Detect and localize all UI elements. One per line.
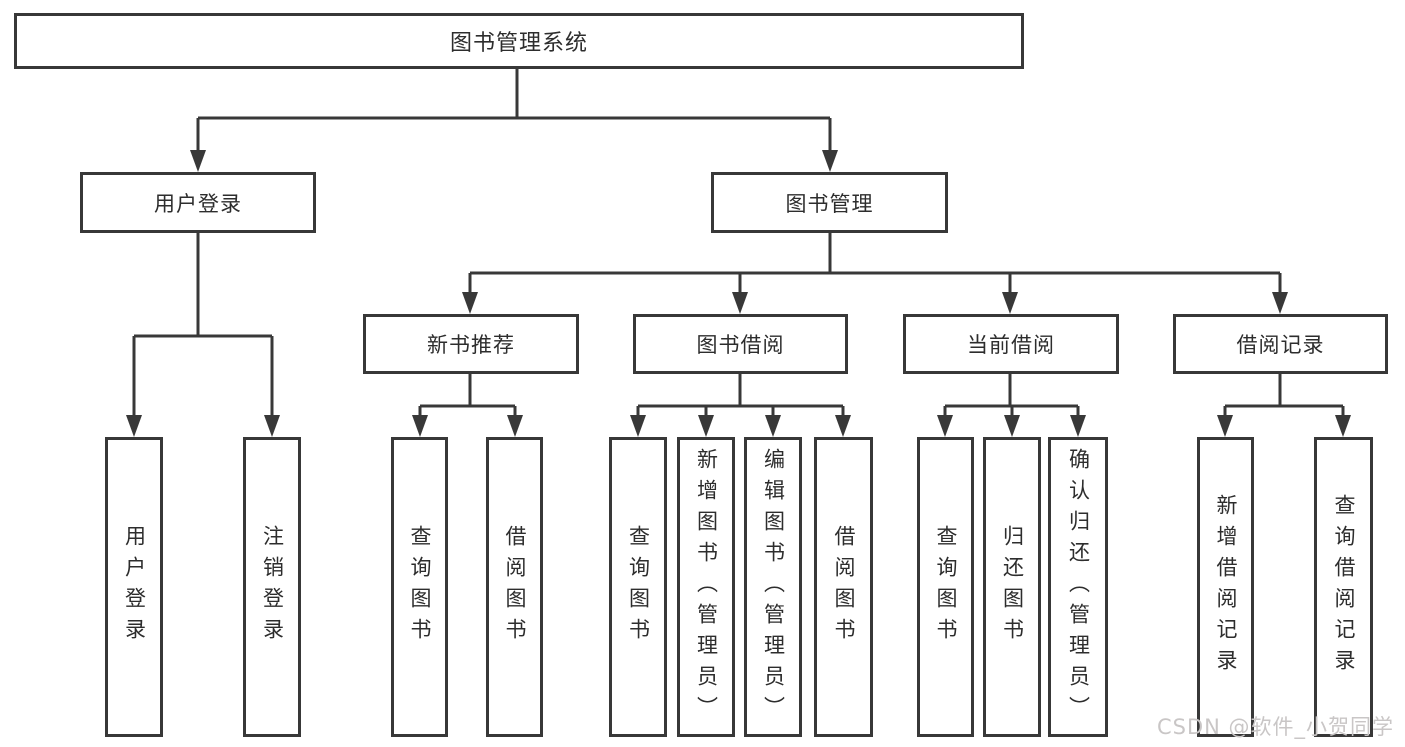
arrow-icon bbox=[1272, 292, 1288, 314]
arrow-icon bbox=[732, 292, 748, 314]
leaf-user-login: 用户登录 bbox=[105, 437, 163, 737]
arrow-icon bbox=[835, 415, 851, 437]
node-borrowing-records: 借阅记录 bbox=[1173, 314, 1388, 374]
arrow-icon bbox=[698, 415, 714, 437]
arrow-icon bbox=[462, 292, 478, 314]
node-new-book-recommend: 新书推荐 bbox=[363, 314, 579, 374]
node-user-login: 用户登录 bbox=[80, 172, 316, 233]
node-book-borrowing: 图书借阅 bbox=[633, 314, 848, 374]
leaf-borrow-books-recommend: 借阅图书 bbox=[486, 437, 543, 737]
connector-borrowing-records-to-leaves bbox=[1223, 374, 1345, 418]
arrow-icon bbox=[190, 150, 206, 172]
leaf-add-books-admin: 新增图书（管理员） bbox=[677, 437, 735, 737]
arrow-icon bbox=[1004, 415, 1020, 437]
leaf-add-borrow-record: 新增借阅记录 bbox=[1197, 437, 1254, 737]
leaf-query-borrow-record: 查询借阅记录 bbox=[1314, 437, 1373, 737]
node-library-management-system: 图书管理系统 bbox=[14, 13, 1024, 69]
leaf-query-books-current: 查询图书 bbox=[917, 437, 974, 737]
arrow-icon bbox=[412, 415, 428, 437]
connector-book-borrowing-to-leaves bbox=[636, 374, 845, 418]
arrow-icon bbox=[937, 415, 953, 437]
arrow-icon bbox=[630, 415, 646, 437]
arrow-icon bbox=[1335, 415, 1351, 437]
arrow-icon bbox=[1070, 415, 1086, 437]
arrow-icon bbox=[507, 415, 523, 437]
leaf-edit-books-admin: 编辑图书（管理员） bbox=[744, 437, 802, 737]
connector-current-borrowing-to-leaves bbox=[943, 374, 1080, 418]
connector-book-management-to-level3 bbox=[468, 233, 1282, 296]
connector-new-book-recommend-to-leaves bbox=[418, 374, 517, 418]
arrow-icon bbox=[765, 415, 781, 437]
node-current-borrowing: 当前借阅 bbox=[903, 314, 1119, 374]
leaf-query-books-borrowing: 查询图书 bbox=[609, 437, 667, 737]
arrowheads bbox=[126, 150, 1351, 437]
connector-user-login-to-leaves bbox=[132, 233, 274, 417]
csdn-watermark: CSDN @软件_小贺同学 bbox=[1157, 715, 1395, 739]
leaf-logout: 注销登录 bbox=[243, 437, 301, 737]
node-book-management: 图书管理 bbox=[711, 172, 948, 233]
leaf-return-books: 归还图书 bbox=[983, 437, 1041, 737]
arrow-icon bbox=[126, 415, 142, 437]
arrow-icon bbox=[1217, 415, 1233, 437]
connector-root-to-level2 bbox=[196, 69, 832, 152]
leaf-query-books-recommend: 查询图书 bbox=[391, 437, 448, 737]
arrow-icon bbox=[822, 150, 838, 172]
arrow-icon bbox=[264, 415, 280, 437]
leaf-borrow-books: 借阅图书 bbox=[814, 437, 873, 737]
arrow-icon bbox=[1002, 292, 1018, 314]
leaf-confirm-return-admin: 确认归还（管理员） bbox=[1048, 437, 1108, 737]
